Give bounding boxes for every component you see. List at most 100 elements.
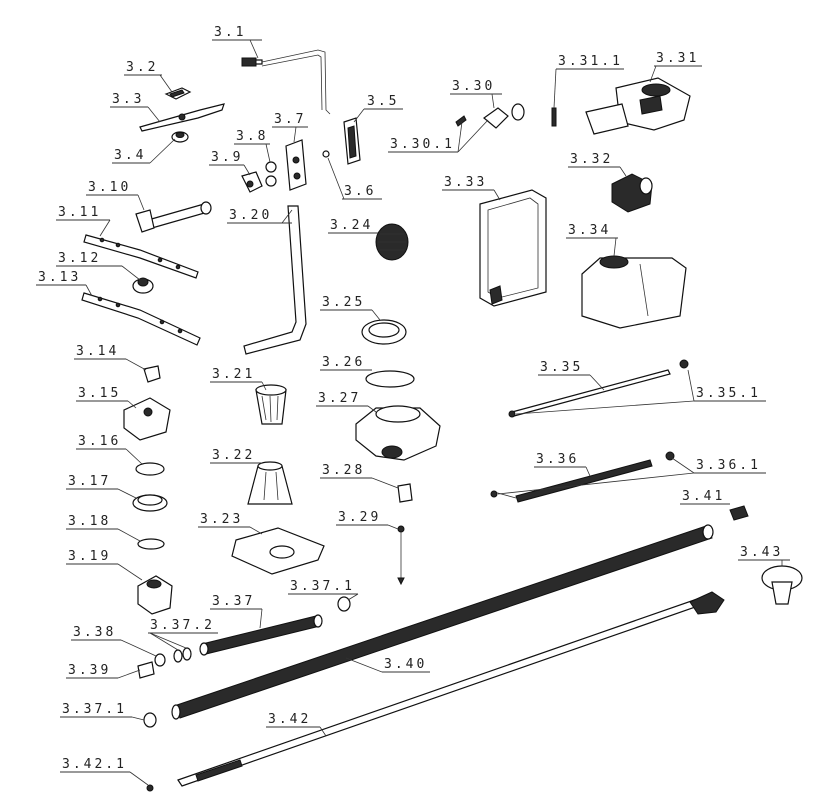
part-3-6-ball xyxy=(322,150,330,158)
callout-3-37-2: 3.37.2 xyxy=(148,618,218,651)
callout-3-2: 3.2 xyxy=(124,60,173,93)
callout-3-11: 3.11 xyxy=(56,205,111,237)
part-3-26-seal xyxy=(365,370,415,388)
callout-3-32: 3.32 xyxy=(568,152,627,177)
part-3-10-tube xyxy=(135,201,212,233)
svg-text:3.31.1: 3.31.1 xyxy=(558,54,623,69)
svg-text:3.32: 3.32 xyxy=(570,152,613,167)
svg-text:3.25: 3.25 xyxy=(322,295,365,310)
svg-text:3.42.1: 3.42.1 xyxy=(62,757,127,772)
callout-3-25: 3.25 xyxy=(320,295,381,321)
callout-3-24: 3.24 xyxy=(328,218,378,234)
part-3-29-sensor xyxy=(397,525,405,586)
svg-text:3.10: 3.10 xyxy=(88,180,131,195)
callout-3-33: 3.33 xyxy=(442,175,501,201)
part-3-8-o-rings xyxy=(265,161,277,187)
part-3-24-cover xyxy=(375,223,409,261)
callout-3-40: 3.40 xyxy=(345,657,430,673)
part-3-35-rod xyxy=(508,359,689,418)
part-3-33-panel xyxy=(479,189,547,307)
part-3-1-feed-pipe xyxy=(241,49,331,115)
svg-text:3.18: 3.18 xyxy=(68,514,111,529)
part-3-23-flat-filter xyxy=(231,527,325,575)
callout-3-12: 3.12 xyxy=(56,251,141,281)
svg-text:3.23: 3.23 xyxy=(200,512,243,527)
svg-text:3.37.1: 3.37.1 xyxy=(62,702,127,717)
part-3-28-clip xyxy=(397,483,413,503)
svg-text:3.37.2: 3.37.2 xyxy=(150,618,215,633)
part-3-17-collar xyxy=(132,494,168,512)
callout-3-36-1: 3.36.1 xyxy=(497,457,766,495)
callout-3-16: 3.16 xyxy=(76,434,143,465)
callout-3-22: 3.22 xyxy=(210,448,262,464)
callout-3-35-1: 3.35.1 xyxy=(515,369,766,415)
svg-text:3.3: 3.3 xyxy=(112,92,144,107)
part-3-37-hose xyxy=(199,614,323,656)
svg-text:3.14: 3.14 xyxy=(76,344,119,359)
callout-3-35: 3.35 xyxy=(538,360,605,391)
callout-3-34: 3.34 xyxy=(566,223,618,257)
callout-3-43: 3.43 xyxy=(738,545,790,566)
svg-text:3.13: 3.13 xyxy=(38,270,81,285)
callout-3-14: 3.14 xyxy=(74,344,147,371)
part-3-9-connector xyxy=(241,171,263,193)
svg-text:3.5: 3.5 xyxy=(367,94,399,109)
part-3-18-ring xyxy=(137,538,165,550)
callout-3-19: 3.19 xyxy=(66,549,143,581)
svg-text:3.42: 3.42 xyxy=(268,712,311,727)
part-3-39-sleeve xyxy=(137,661,155,679)
part-3-40-drain-hose xyxy=(171,524,714,720)
callout-3-42-1: 3.42.1 xyxy=(60,757,149,786)
callout-3-31-1: 3.31.1 xyxy=(553,54,624,109)
callout-3-27: 3.27 xyxy=(316,391,377,413)
callout-3-29: 3.29 xyxy=(336,510,399,530)
svg-text:3.26: 3.26 xyxy=(322,355,365,370)
callout-3-42: 3.42 xyxy=(266,712,327,737)
part-3-43-cap xyxy=(761,565,803,605)
part-3-31-pump xyxy=(585,77,691,135)
callout-3-15: 3.15 xyxy=(76,386,137,409)
callout-3-26: 3.26 xyxy=(320,355,372,371)
part-3-25-ring xyxy=(361,319,407,345)
svg-text:3.33: 3.33 xyxy=(444,175,487,190)
svg-text:3.37: 3.37 xyxy=(212,594,255,609)
svg-text:3.9: 3.9 xyxy=(211,150,243,165)
svg-text:3.17: 3.17 xyxy=(68,474,111,489)
part-3-27-sump xyxy=(355,405,441,461)
part-3-36-hose xyxy=(490,451,675,503)
svg-text:3.34: 3.34 xyxy=(568,223,611,238)
part-3-41-clip xyxy=(729,505,749,521)
svg-text:3.29: 3.29 xyxy=(338,510,381,525)
part-3-12-hub xyxy=(132,277,154,294)
part-3-7-valve-block xyxy=(285,139,307,191)
svg-text:3.21: 3.21 xyxy=(212,367,255,382)
svg-text:3.11: 3.11 xyxy=(58,205,101,220)
svg-text:3.43: 3.43 xyxy=(740,545,783,560)
part-3-30-valve xyxy=(455,103,525,129)
callout-3-21: 3.21 xyxy=(210,367,267,391)
callout-3-30-1: 3.30.1 xyxy=(388,119,489,153)
part-3-32-motor xyxy=(611,173,653,213)
part-3-16-ring xyxy=(135,462,165,476)
svg-text:3.37.1: 3.37.1 xyxy=(290,579,355,594)
callout-3-13: 3.13 xyxy=(36,270,93,297)
part-3-2-clip xyxy=(164,87,192,100)
part-3-21-filter xyxy=(255,384,287,425)
part-3-34-heater xyxy=(581,255,687,329)
svg-text:3.36: 3.36 xyxy=(536,452,579,467)
callout-3-4: 3.4 xyxy=(112,138,176,164)
svg-text:3.6: 3.6 xyxy=(344,184,376,199)
svg-text:3.22: 3.22 xyxy=(212,448,255,463)
part-3-13-spray-arm xyxy=(81,292,201,346)
part-3-15-housing xyxy=(123,397,171,441)
svg-text:3.19: 3.19 xyxy=(68,549,111,564)
callout-3-36: 3.36 xyxy=(534,452,591,477)
part-3-5-bracket xyxy=(343,117,361,165)
svg-text:3.27: 3.27 xyxy=(318,391,361,406)
part-3-37-2-rings xyxy=(173,647,192,663)
callout-3-37: 3.37 xyxy=(210,594,263,629)
callout-3-28: 3.28 xyxy=(320,463,399,489)
callout-3-41: 3.41 xyxy=(680,489,730,505)
callout-3-5: 3.5 xyxy=(353,94,403,123)
